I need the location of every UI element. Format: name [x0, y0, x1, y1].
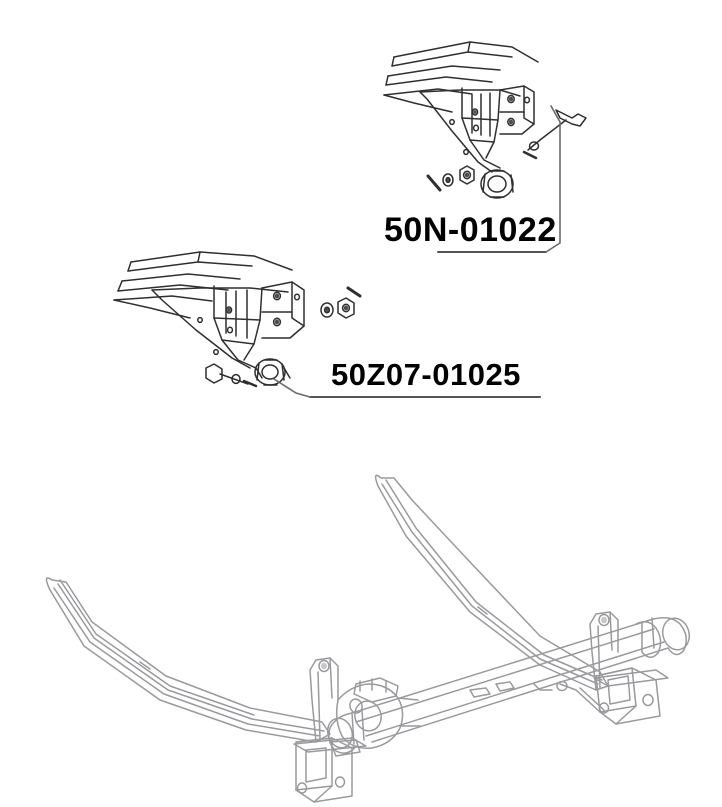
center-hub — [335, 677, 421, 749]
cross-tube — [351, 619, 651, 714]
part-number-label-50z: 50Z07-01025 — [331, 357, 521, 392]
leader-50z — [273, 378, 311, 398]
right-mount-bracket — [593, 667, 669, 725]
center-upright-link — [309, 657, 339, 743]
left-end-flange — [329, 739, 361, 757]
leader-50n — [545, 105, 561, 253]
right-upright-link — [589, 611, 619, 691]
right-trailing-arm — [374, 474, 609, 691]
center-mount-bracket — [293, 737, 367, 803]
left-trailing-arm — [45, 577, 331, 743]
part-number-label-50n: 50N-01022 — [384, 211, 557, 249]
